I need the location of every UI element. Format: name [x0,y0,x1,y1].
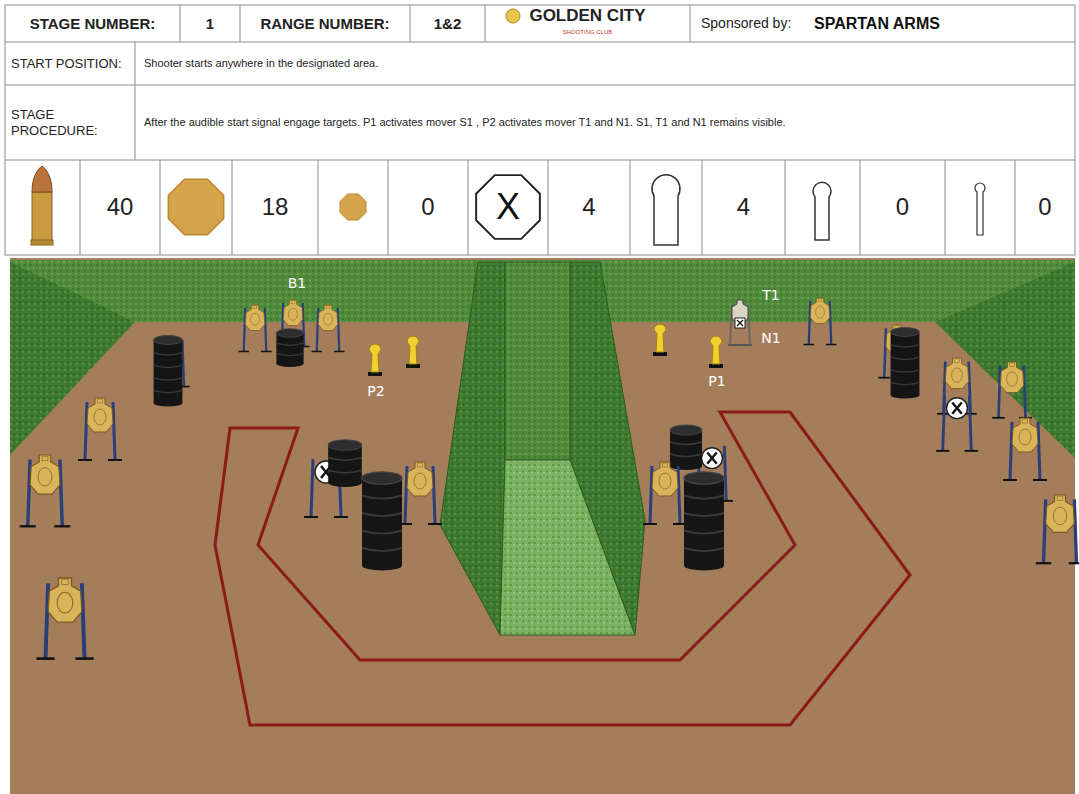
tire-stack [362,472,402,571]
table-rule [135,42,136,160]
tire-stack [670,425,702,470]
small-plate-icon [340,194,366,220]
popper [653,324,667,356]
table-rule [5,85,1075,86]
cartridge-rim [31,240,53,245]
paper-target [992,362,1032,418]
popper [368,344,382,376]
popper [709,336,723,368]
target-count: 18 [232,160,318,255]
paper-target [1003,418,1047,480]
no-shoot-icon [476,175,540,239]
popper-callout: P1 [701,371,733,391]
bullet-tip [32,166,52,192]
tire-stack [154,336,183,407]
paper-target [643,462,687,524]
sponsor-label: Sponsored by: [695,5,807,42]
start-position: Shooter starts anywhere in the designate… [138,42,1072,85]
tire-stack [276,329,303,367]
cartridge-icon [31,166,53,245]
table-rule [5,160,1075,161]
club-logo-subtitle: SHOOTING CLUB [490,28,685,38]
table-rule [232,160,233,255]
table-rule [548,160,549,255]
paper-target [239,305,272,352]
no-shoot-mark: X [478,182,538,232]
table-rule [388,160,389,255]
target-count: 0 [1015,160,1075,255]
target-callout: N1 [756,329,786,347]
tire-stack [684,472,724,571]
target-count: 4 [702,160,785,255]
table-border [5,5,1075,255]
paper-target [78,398,122,460]
popper-callout: P2 [360,381,392,401]
round-count: 40 [80,160,160,255]
large-keyhole-icon [652,175,680,245]
paper-target [36,578,93,659]
table-rule [468,160,469,255]
paper-target [398,462,442,524]
mover-track [728,344,752,346]
table-rule [160,160,161,255]
table-rule [240,5,241,42]
table-rule [410,5,411,42]
paper-target [312,305,345,352]
paper-target [20,455,71,526]
center-berm-left [440,262,505,635]
paper-target [804,298,837,345]
table-rule [1015,160,1016,255]
header-field: STAGE NUMBER: [5,5,180,42]
left-berm [10,262,135,455]
medium-keyhole-icon [813,182,831,240]
tire-stack [328,440,362,487]
target-count: 4 [548,160,630,255]
sponsor-name: SPARTAN ARMS [808,5,998,42]
target-count: 0 [388,160,468,255]
tire-stack [891,328,920,399]
table-rule [318,160,319,255]
logo-ring [506,9,520,23]
table-rule [180,5,181,42]
mover [728,300,752,345]
table-rule [690,5,691,42]
mover-no-shoot-x [737,320,743,326]
shooting-area [215,412,910,725]
table-rule [945,160,946,255]
center-berm-front [500,460,635,635]
table-rule [860,160,861,255]
target-callout: B1 [280,273,314,293]
table-rule [5,42,1075,43]
table-rule [630,160,631,255]
no-shoot-target [936,396,978,451]
stage-procedure: After the audible start signal engage ta… [138,85,1072,160]
table-rule [702,160,703,255]
mover-no-shoot [735,318,745,328]
paper-target [1036,495,1079,563]
table-rule [785,160,786,255]
range-ground [10,258,1075,794]
center-berm [440,262,645,635]
header-field: RANGE NUMBER: [240,5,410,42]
target-count: 0 [860,160,945,255]
header-field: START POSITION: [5,42,135,85]
stage-number: 1 [180,5,240,42]
cartridge-case [32,192,52,242]
range-number: 1&2 [410,5,485,42]
right-berm [935,262,1075,458]
club-logo: GOLDEN CITY [490,4,685,28]
target-callout: T1 [756,286,786,304]
table-rule [80,160,81,255]
small-keyhole-icon [975,183,985,235]
center-berm-top [505,262,570,460]
header-field: STAGE PROCEDURE: [5,85,135,160]
table-rule [485,5,486,42]
header-table [5,5,1075,255]
popper [406,336,420,368]
large-plate-icon [168,179,223,234]
